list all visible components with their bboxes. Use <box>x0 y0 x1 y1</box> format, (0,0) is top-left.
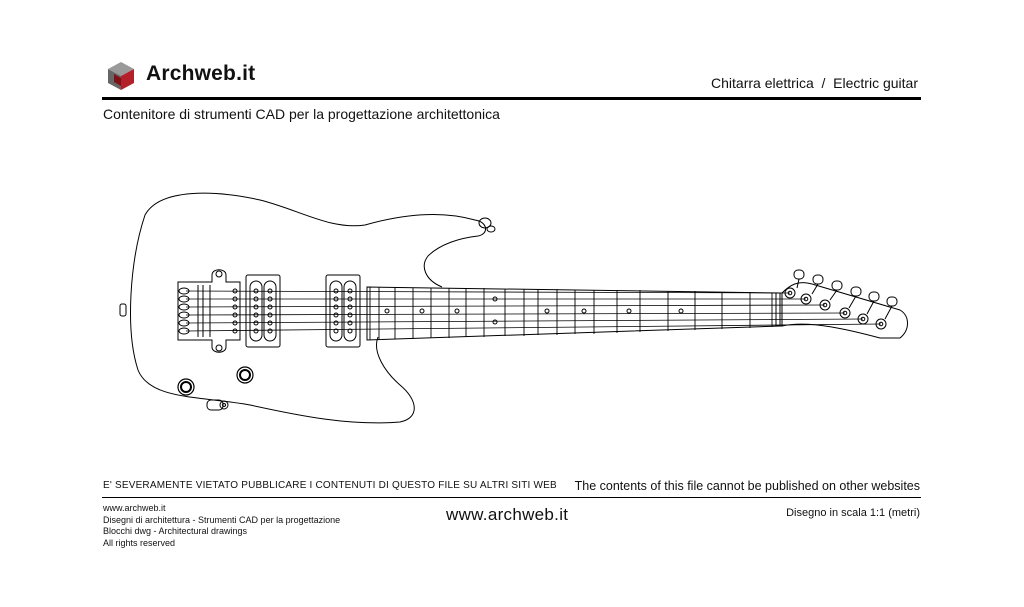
footer-line: Blocchi dwg - Architectural drawings <box>103 526 248 536</box>
pickup-selector-switch <box>206 399 229 411</box>
strings <box>185 290 882 332</box>
footer-line: Disegni di architettura - Strumenti CAD … <box>103 514 341 525</box>
control-knobs <box>177 366 254 396</box>
bridge <box>177 269 241 353</box>
drawing-scale: Disegno in scala 1:1 (metri) <box>786 507 920 519</box>
bridge-pickup <box>245 274 281 348</box>
guitar-body-outline <box>130 192 486 424</box>
header-rule <box>102 97 921 100</box>
warning-english: The contents of this file cannot be publ… <box>574 479 920 493</box>
footer-line: www.archweb.it <box>103 503 166 513</box>
subtitle: Contenitore di strumenti CAD per la prog… <box>103 106 500 122</box>
archweb-logo-icon <box>108 62 134 90</box>
footer-url: www.archweb.it <box>446 505 569 524</box>
tuning-pegs <box>784 269 898 330</box>
headstock <box>781 282 908 339</box>
warning-italian: E' SEVERAMENTE VIETATO PUBBLICARE I CONT… <box>103 480 557 491</box>
footer-credits: www.archweb.it Disegni di architettura -… <box>103 503 340 549</box>
fret-inlays <box>384 296 684 325</box>
header-title: Chitarra elettrica / Electric guitar <box>711 75 918 91</box>
footer-rule <box>102 497 921 498</box>
footer-line: All rights reserved <box>103 537 176 548</box>
brand-name: Archweb.it <box>146 62 256 85</box>
electric-guitar-drawing <box>119 192 908 424</box>
neck-pickup <box>325 274 361 348</box>
